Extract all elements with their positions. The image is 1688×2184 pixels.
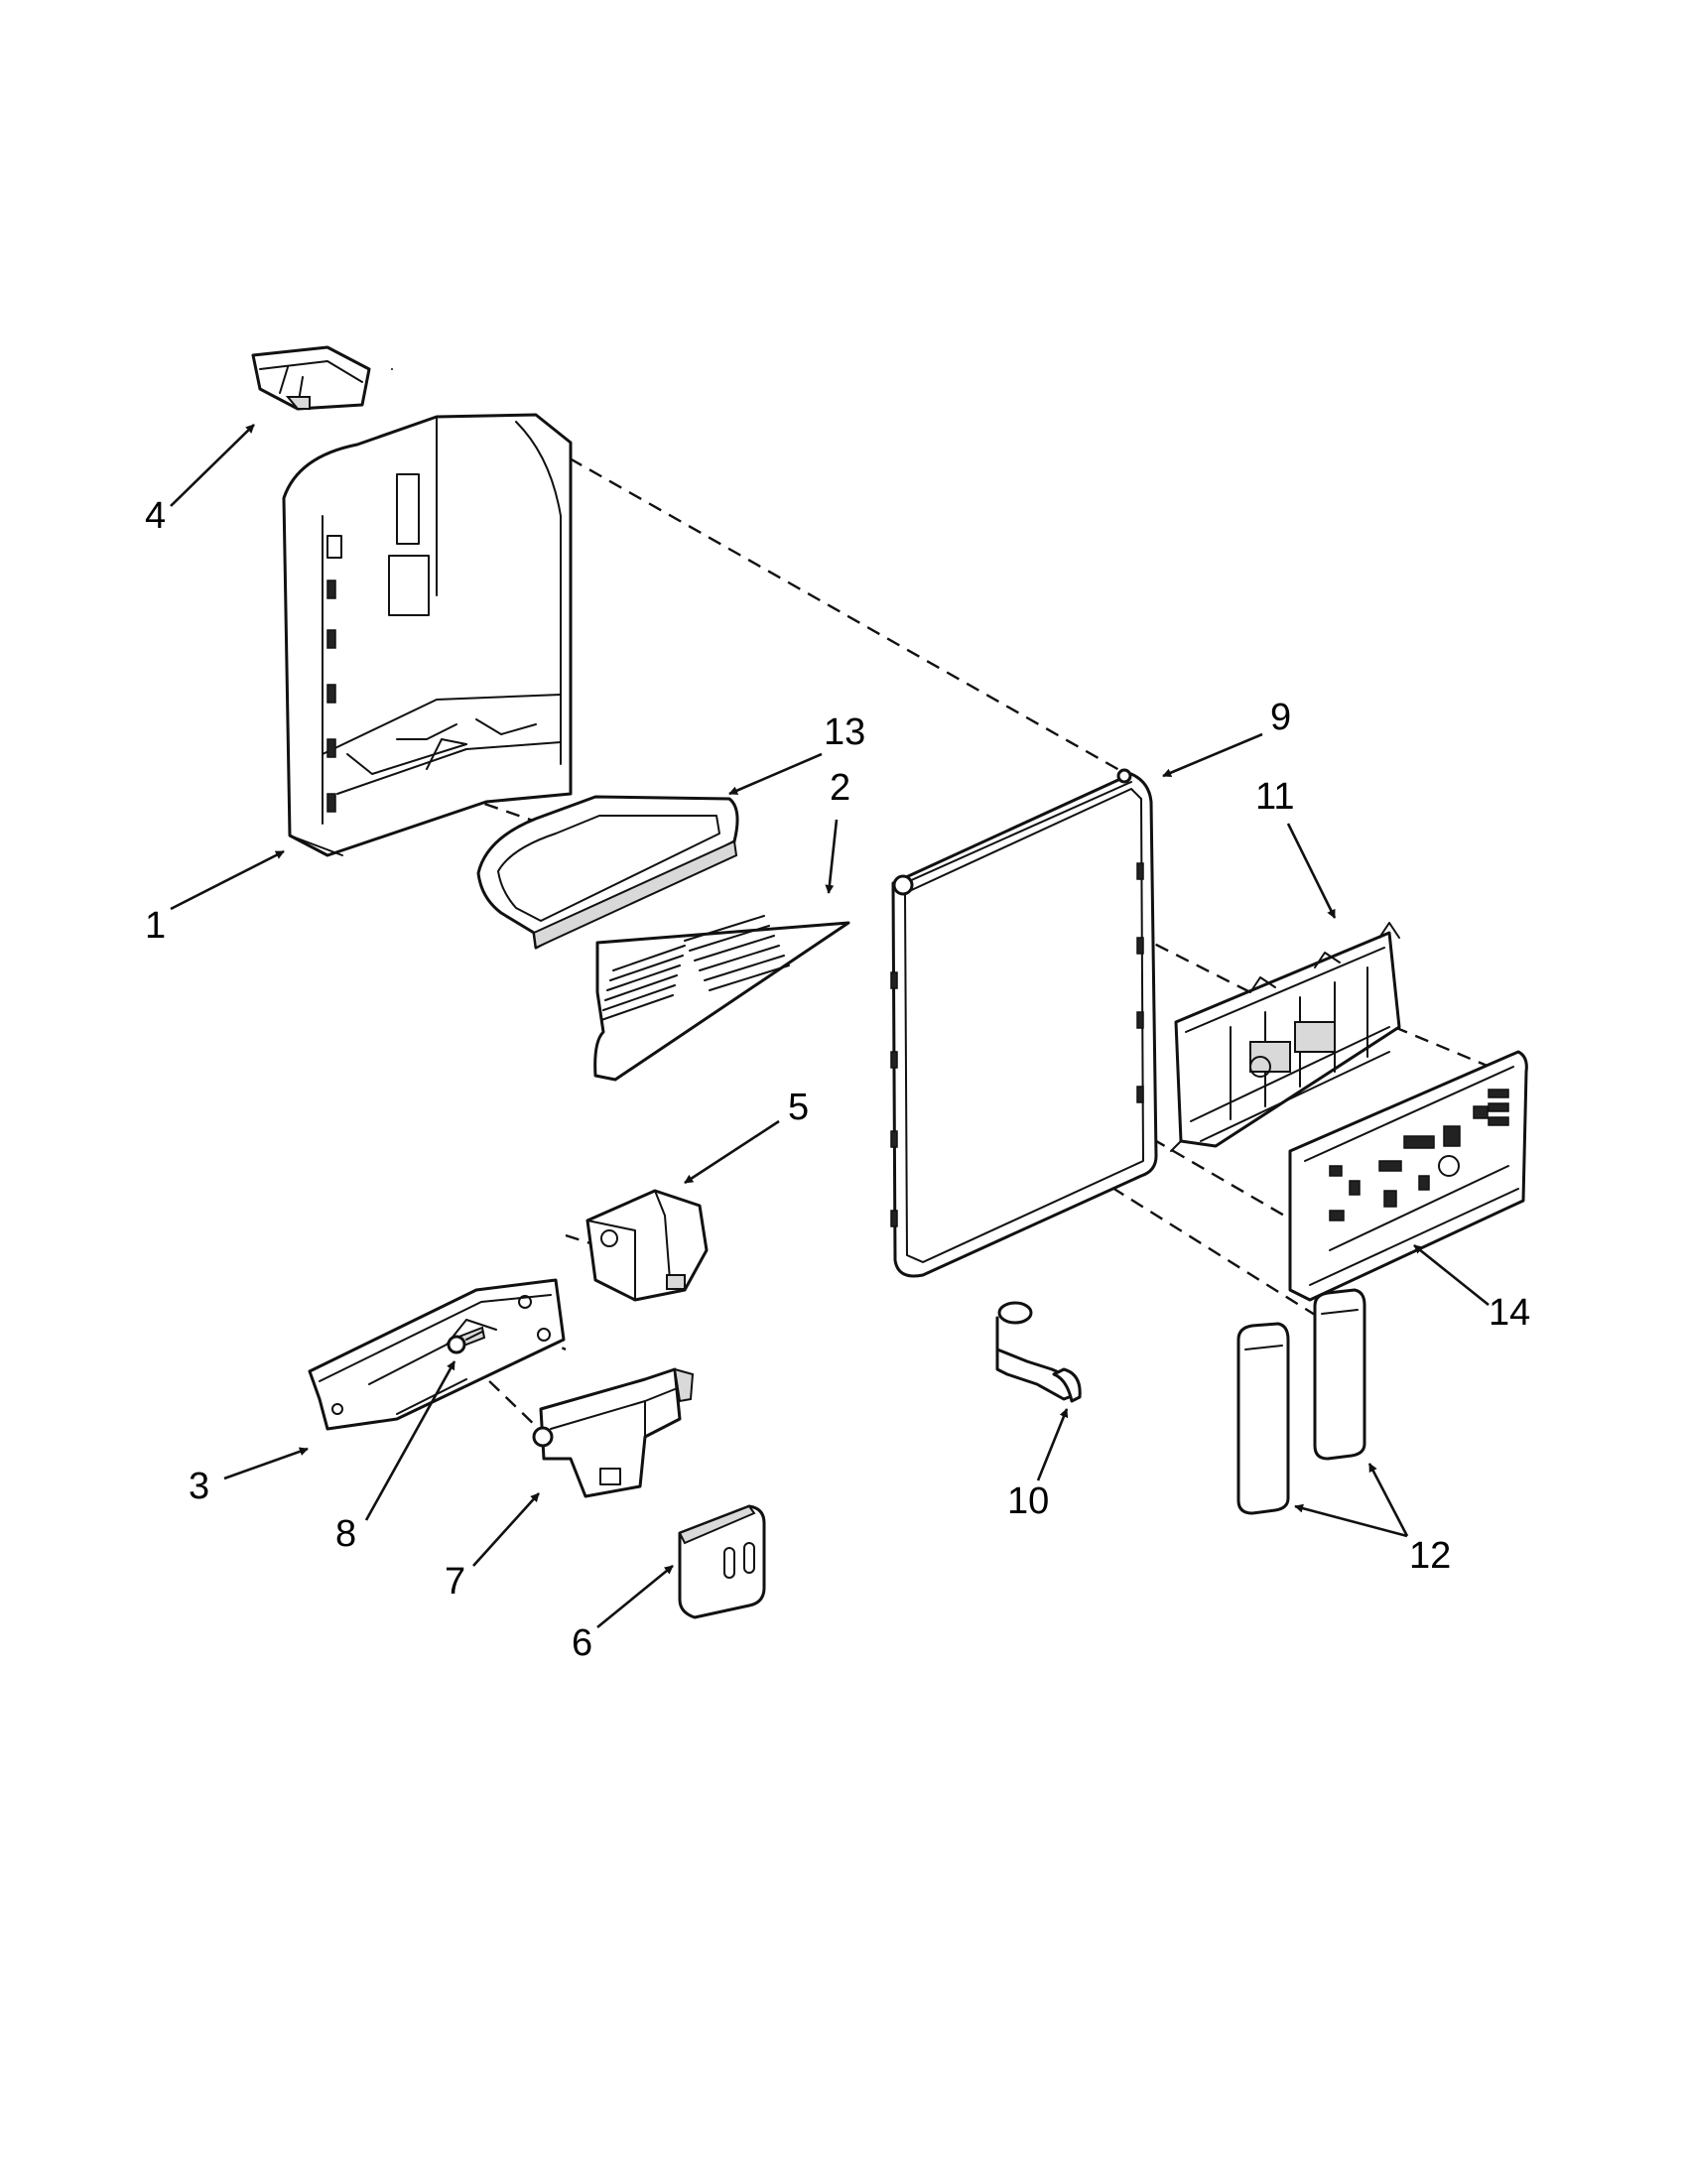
part-4-chute-cup [251, 345, 371, 411]
part-2-grille [593, 915, 850, 1082]
part-1-ice-housing [282, 368, 573, 857]
callout-2: 2 [830, 767, 850, 809]
leader-lines [170, 424, 1490, 1629]
callout-9: 9 [1270, 697, 1291, 738]
callout-12: 12 [1409, 1535, 1451, 1577]
callout-7: 7 [445, 1561, 465, 1603]
part-5-motor [585, 1189, 709, 1302]
part-11-control-bracket [1170, 922, 1401, 1152]
part-12-pad-right [1313, 1288, 1366, 1461]
part-8-screw [447, 1326, 486, 1354]
callout-5: 5 [788, 1087, 809, 1128]
part-9-door-frame [890, 768, 1158, 1278]
callouts: 4 1 13 2 5 3 8 7 6 9 11 10 12 14 [145, 495, 1530, 1664]
part-7-switch [532, 1367, 695, 1498]
part-6-pad [678, 1504, 766, 1619]
callout-11: 11 [1255, 776, 1294, 818]
callout-13: 13 [824, 711, 865, 753]
part-12-pad-left [1236, 1322, 1290, 1515]
callout-3: 3 [189, 1466, 209, 1507]
callout-4: 4 [145, 495, 166, 537]
callout-14: 14 [1489, 1292, 1530, 1334]
part-14-control-panel [1288, 1050, 1528, 1302]
callout-1: 1 [145, 905, 166, 947]
part-10-elbow-fitting [995, 1301, 1082, 1403]
part-13-ring-frame [476, 795, 739, 950]
callout-10: 10 [1007, 1480, 1049, 1522]
callout-8: 8 [335, 1513, 356, 1555]
part-3-mount-bracket [308, 1278, 566, 1431]
callout-6: 6 [572, 1622, 592, 1664]
